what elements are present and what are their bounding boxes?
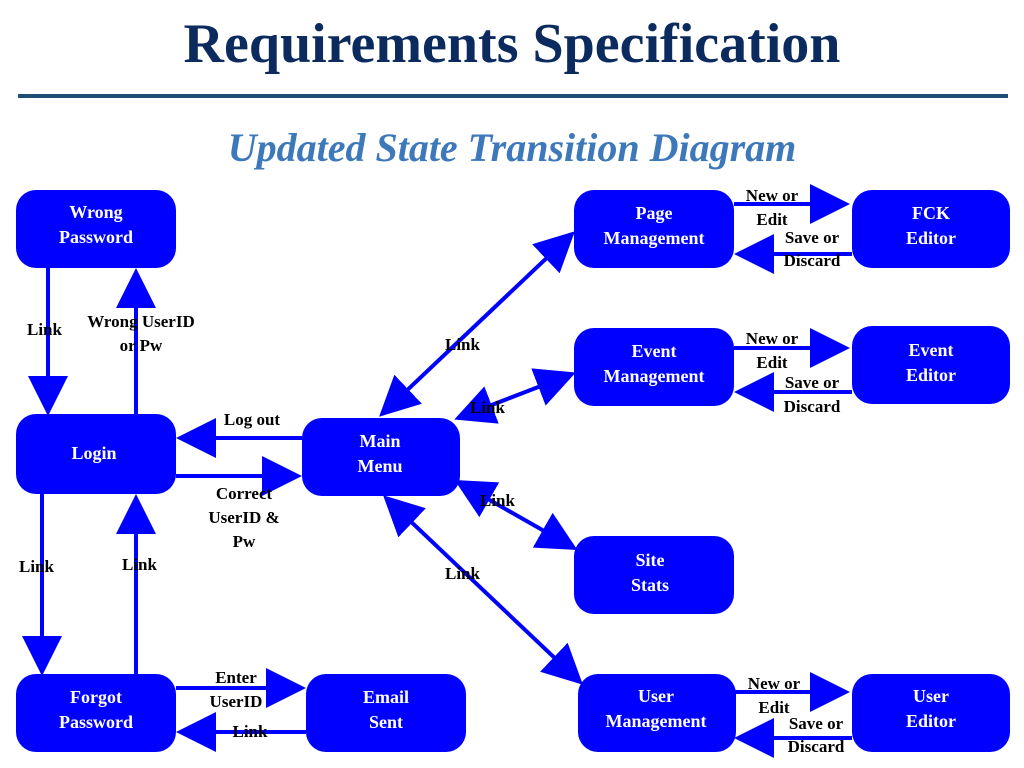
state-label: Password (59, 227, 133, 247)
title-divider (18, 94, 1008, 98)
state-label: Event (632, 341, 677, 361)
edge-label-wrong-to-login: Link (27, 320, 63, 339)
edge-menu-stats (454, 480, 578, 550)
edge-menu-event (454, 368, 576, 424)
state-email-sent: Email Sent (306, 674, 466, 752)
state-label: Sent (369, 712, 403, 732)
edge-label-enter-userid: Enter (215, 668, 257, 687)
edge-label-correct: UserID & (208, 508, 279, 527)
state-user-editor: User Editor (852, 674, 1010, 752)
edge-label-save-or-discard: Discard (784, 397, 841, 416)
edge-label-email-link: Link (233, 722, 269, 741)
state-label: Management (604, 366, 705, 386)
edge-label-correct: Pw (233, 532, 256, 551)
state-event-management: Event Management (574, 328, 734, 406)
state-label: Stats (631, 575, 669, 595)
state-label: Menu (358, 456, 403, 476)
edge-label-save-or-discard: Save or (785, 373, 840, 392)
state-forgot-password: Forgot Password (16, 674, 176, 752)
edge-menu-page (379, 231, 575, 417)
edge-label-login-to-forgot: Link (19, 557, 55, 576)
edge-label-menu-stats: Link (480, 491, 516, 510)
edge-label-save-or-discard: Save or (789, 714, 844, 733)
state-label: Wrong (69, 202, 122, 222)
edge-label-new-or-edit: New or (746, 329, 799, 348)
state-user-management: User Management (578, 674, 736, 752)
state-login: Login (16, 414, 176, 494)
edge-label-save-or-discard: Save or (785, 228, 840, 247)
state-label: Login (71, 443, 116, 463)
state-label: FCK (912, 203, 950, 223)
edge-label-new-or-edit: Edit (758, 698, 790, 717)
page-subtitle: Updated State Transition Diagram (227, 125, 797, 170)
state-label: Page (636, 203, 673, 223)
state-page-management: Page Management (574, 190, 734, 268)
state-label: Email (363, 687, 409, 707)
state-label: Password (59, 712, 133, 732)
state-label: Main (359, 431, 400, 451)
edge-label-forgot-to-login: Link (122, 555, 158, 574)
edge-label-wrong-userid: or Pw (120, 336, 163, 355)
state-label: Management (606, 711, 707, 731)
state-main-menu: Main Menu (302, 418, 460, 496)
edge-label-enter-userid: UserID (210, 692, 263, 711)
edge-label-menu-user: Link (445, 564, 481, 583)
state-label: Editor (906, 711, 956, 731)
state-label: Event (909, 340, 954, 360)
edge-label-new-or-edit: Edit (756, 353, 788, 372)
edge-label-new-or-edit: Edit (756, 210, 788, 229)
edge-label-save-or-discard: Discard (788, 737, 845, 756)
edge-menu-user (383, 495, 583, 685)
state-fck-editor: FCK Editor (852, 190, 1010, 268)
state-label: Editor (906, 365, 956, 385)
edge-label-new-or-edit: New or (746, 186, 799, 205)
state-label: User (638, 686, 674, 706)
edge-label-menu-event: Link (470, 398, 506, 417)
edge-label-wrong-userid: Wrong UserID (87, 312, 195, 331)
state-wrong-password: Wrong Password (16, 190, 176, 268)
edge-label-logout: Log out (224, 410, 281, 429)
edge-label-new-or-edit: New or (748, 674, 801, 693)
state-label: Site (636, 550, 665, 570)
state-label: Forgot (70, 687, 122, 707)
state-label: Editor (906, 228, 956, 248)
state-label: User (913, 686, 949, 706)
edge-label-save-or-discard: Discard (784, 251, 841, 270)
page-title: Requirements Specification (183, 13, 841, 75)
state-site-stats: Site Stats (574, 536, 734, 614)
edge-label-correct: Correct (216, 484, 273, 503)
state-label: Management (604, 228, 705, 248)
state-event-editor: Event Editor (852, 326, 1010, 404)
edge-label-menu-page: Link (445, 335, 481, 354)
